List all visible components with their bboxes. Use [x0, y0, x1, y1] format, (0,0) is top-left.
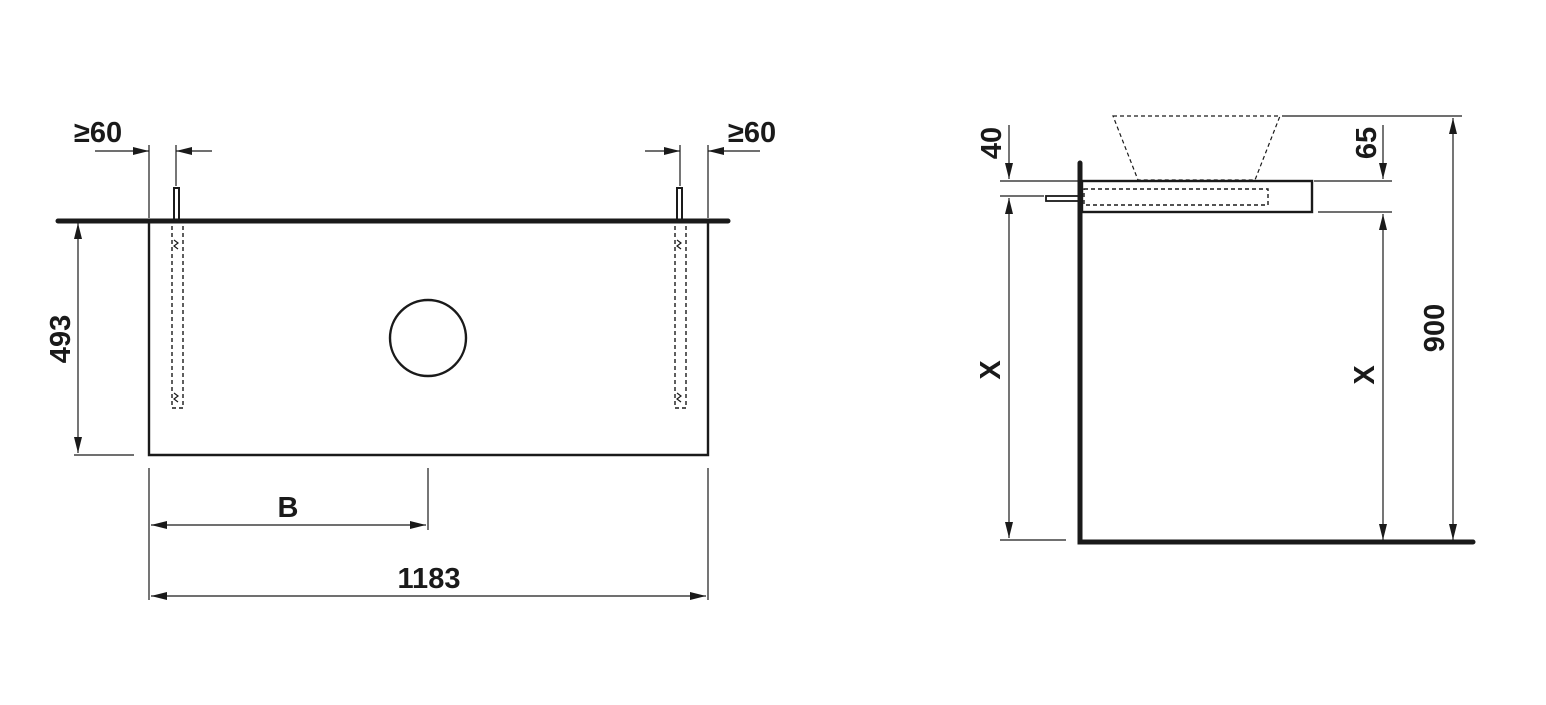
right-clearance-dimension: ≥60	[645, 117, 776, 218]
vessel-basin	[1112, 115, 1281, 181]
left-height-dimension: X	[975, 198, 1066, 541]
right-height-label: X	[1349, 365, 1381, 385]
left-wall-bracket	[171, 187, 184, 409]
top-offset-dimension: 40	[976, 125, 1078, 197]
left-height-label: X	[975, 360, 1007, 380]
total-height-dimension: 900	[1282, 115, 1462, 540]
total-height-label: 900	[1419, 304, 1451, 352]
width-label: 1183	[398, 563, 461, 595]
counter-thickness-label: 65	[1351, 127, 1383, 159]
height-dimension: 493	[45, 223, 134, 456]
front-view: ≥60 ≥60 493 B 1183	[45, 117, 776, 600]
offset-dimension: B	[148, 468, 429, 600]
cabinet-outline	[147, 221, 710, 457]
counter-hidden-cavity	[1083, 188, 1269, 206]
top-offset-label: 40	[976, 127, 1008, 159]
width-dimension: 1183	[151, 468, 709, 600]
right-wall-bracket	[674, 187, 687, 409]
right-height-dimension: X	[1349, 214, 1387, 540]
left-clearance-label: ≥60	[74, 117, 122, 149]
bracket-pin	[1045, 195, 1083, 202]
drain-circle	[388, 298, 468, 378]
right-clearance-label: ≥60	[728, 117, 776, 149]
height-label: 493	[45, 315, 77, 363]
left-clearance-dimension: ≥60	[74, 117, 212, 218]
side-view: 40 X 65 X 900	[975, 115, 1476, 545]
wall-and-floor	[1077, 160, 1476, 545]
counter-slab	[1080, 179, 1314, 214]
counter-thickness-dimension: 65	[1314, 125, 1392, 213]
offset-label: B	[278, 492, 299, 524]
